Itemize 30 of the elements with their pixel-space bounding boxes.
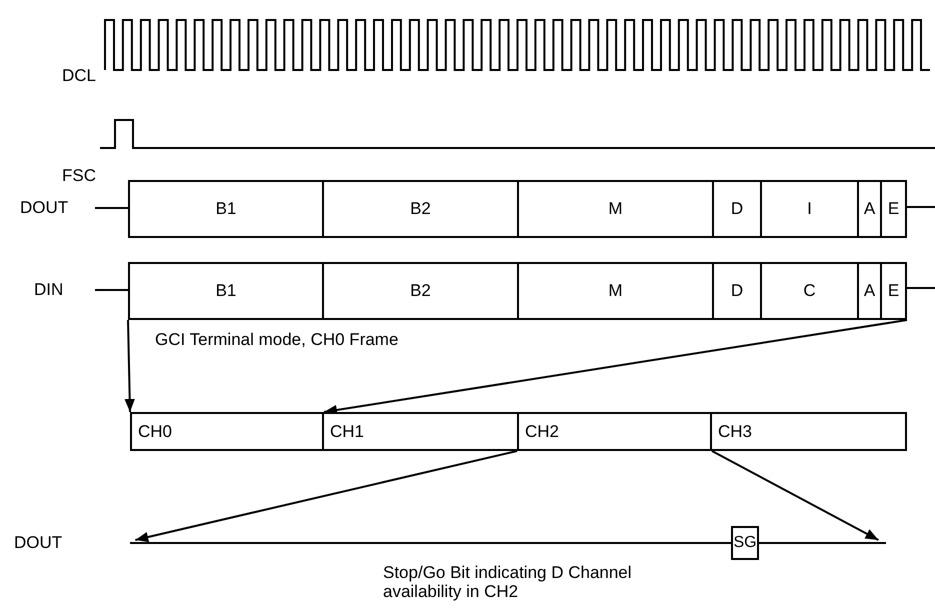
- channel-slot: CH1: [322, 412, 519, 451]
- frame-field: I: [760, 180, 859, 238]
- signal-name: DOUT: [20, 198, 68, 217]
- signal-name: DIN: [34, 280, 64, 299]
- frame-field: C: [760, 262, 859, 320]
- frame-field: D: [712, 180, 762, 238]
- frame-field: B1: [128, 262, 324, 320]
- signal-line: [130, 542, 886, 544]
- channel-slot: CH0: [130, 412, 324, 451]
- frame-field: M: [517, 180, 714, 238]
- frame-field: E: [880, 262, 907, 320]
- frame-field: B2: [322, 180, 519, 238]
- signal-name: DOUT: [14, 533, 62, 552]
- arrow: [712, 450, 879, 541]
- channel-slot: CH2: [517, 412, 712, 451]
- signal-name: FSC: [62, 166, 96, 185]
- frame-field: B2: [322, 262, 519, 320]
- frame-field: M: [517, 262, 714, 320]
- signal-name: DCL: [62, 66, 96, 85]
- arrow: [124, 320, 135, 412]
- frame-field: A: [857, 262, 882, 320]
- frame-field: A: [857, 180, 882, 238]
- frame-field: B1: [128, 180, 324, 238]
- frame-field: E: [880, 180, 907, 238]
- bit-field: SG: [731, 526, 759, 560]
- channel-slot: CH3: [710, 412, 907, 451]
- frame-field: D: [712, 262, 762, 320]
- caption-text: GCI Terminal mode, CH0 Frame: [155, 330, 398, 349]
- note-text: Stop/Go Bit indicating D Channel availability in CH2: [383, 563, 633, 601]
- arrow: [135, 450, 518, 542]
